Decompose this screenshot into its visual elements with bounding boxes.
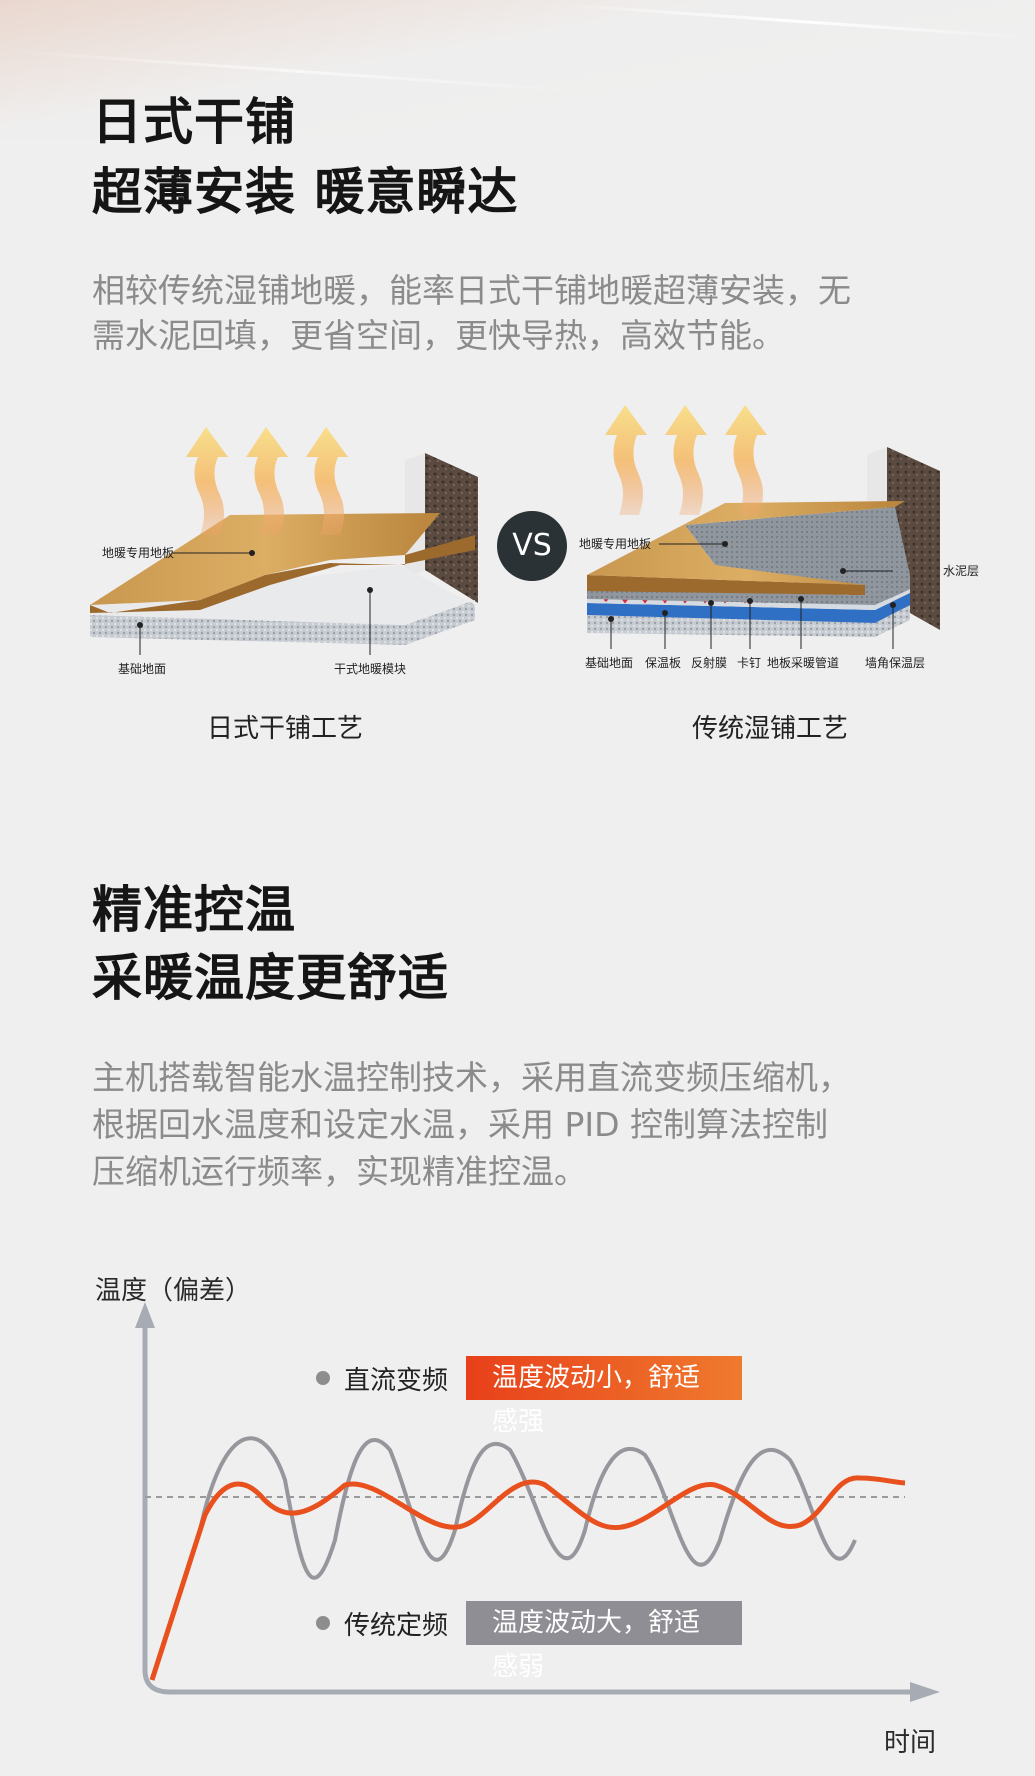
label-insulation: 保温板	[645, 656, 681, 670]
y-axis-arrow	[135, 1302, 155, 1328]
label-floor: 地暖专用地板	[579, 536, 651, 551]
y-axis-label: 温度（偏差）	[95, 1276, 252, 1306]
label-cement: 水泥层	[943, 564, 979, 578]
label-pipe: 地板采暖管道	[767, 655, 839, 670]
legend-name: 直流变频	[344, 1365, 449, 1396]
floorboard-edge	[587, 575, 865, 595]
vs-badge: VS	[497, 511, 567, 581]
section1-title-line1: 日式干铺	[92, 93, 296, 151]
legend-tag: 温度波动小，舒适感强	[466, 1356, 742, 1437]
label-base: 基础地面	[118, 662, 166, 675]
heat-arrow	[725, 405, 767, 515]
label-base: 基础地面	[585, 656, 633, 670]
floorboard-top	[587, 501, 905, 585]
heat-arrow	[665, 405, 707, 515]
heat-arrow	[306, 427, 348, 535]
legend-fixed-frequency: 传统定频 温度波动大，舒适感弱	[316, 1601, 742, 1682]
x-axis	[142, 1669, 915, 1695]
label-floor: 地暖专用地板	[102, 545, 174, 560]
x-axis-arrow	[910, 1682, 940, 1702]
label-corner: 墙角保温层	[865, 656, 925, 670]
label-module: 干式地暖模块	[334, 662, 406, 675]
cement-layer	[587, 575, 910, 605]
section2-description-line1: 主机搭载智能水温控制技术，采用直流变频压缩机，	[92, 1058, 851, 1097]
cement-top	[685, 507, 910, 595]
legend-dot	[316, 1371, 330, 1385]
heat-arrow	[186, 427, 228, 535]
caption-wet: 传统湿铺工艺	[691, 714, 848, 744]
label-reflective: 反射膜	[691, 655, 727, 670]
series-fixed-frequency-line	[198, 1436, 857, 1580]
heat-arrow	[246, 427, 288, 535]
caption-dry: 日式干铺工艺	[206, 714, 363, 744]
wet-install-illustration: 地暖专用地板 水泥层 基础地面 保温板 反射膜 卡钉 地板采暖管道 墙角保温层	[579, 405, 979, 670]
section2-description-line3: 压缩机运行频率，实现精准控温。	[92, 1152, 587, 1191]
series-dc-inverter-line	[149, 1475, 906, 1681]
dry-install-illustration: 地暖专用地板 基础地面 干式地暖模块	[90, 427, 478, 675]
base-ground	[90, 600, 475, 645]
floorboard-top	[90, 513, 440, 605]
base-ground	[587, 605, 910, 637]
temperature-chart	[135, 1302, 940, 1702]
legend-dot	[316, 1616, 330, 1630]
legend-name: 传统定频	[344, 1610, 449, 1641]
section2-title-line1: 精准控温	[92, 881, 296, 939]
wall-edge	[425, 453, 478, 603]
label-clip: 卡钉	[737, 656, 761, 670]
reflective-film	[587, 589, 910, 610]
legend-dc-inverter: 直流变频 温度波动小，舒适感强	[316, 1356, 742, 1437]
section1-title-line2: 超薄安装 暖意瞬达	[92, 163, 519, 221]
legend-tag: 温度波动大，舒适感弱	[466, 1601, 742, 1682]
insulation-board	[587, 593, 910, 623]
section2-title-line2: 采暖温度更舒适	[92, 949, 449, 1007]
x-axis-label: 时间	[884, 1728, 937, 1758]
top-glow	[0, 0, 1035, 140]
section1-description-line1: 相较传统湿铺地暖，能率日式干铺地暖超薄安装，无	[92, 271, 851, 310]
heat-arrow	[605, 405, 647, 515]
floorboard	[90, 535, 475, 613]
section2-description-line2: 根据回水温度和设定水温，采用 PID 控制算法控制	[92, 1105, 829, 1144]
section1-description-line2: 需水泥回填，更省空间，更快导热，高效节能。	[92, 316, 785, 355]
